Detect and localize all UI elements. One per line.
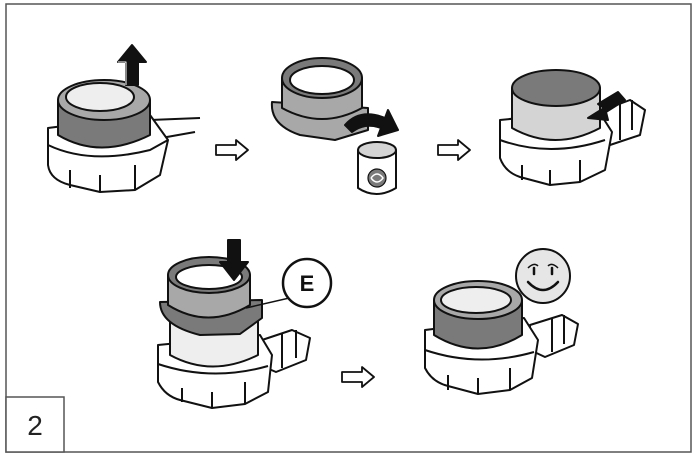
cleaning-tablet-icon (357, 141, 397, 195)
smiley-icon (515, 248, 571, 304)
callout-label: E (300, 271, 315, 296)
panel-1-remove-insert (47, 44, 201, 193)
right-arrow-icon (341, 366, 375, 388)
panel-5-complete (424, 280, 579, 395)
panel-2-clean-ring (270, 57, 399, 195)
callout-e: E (281, 257, 333, 309)
down-arrow-icon (219, 239, 249, 281)
curved-arrow-icon (344, 109, 399, 137)
right-arrow-icon (215, 139, 249, 161)
step-number: 2 (27, 410, 43, 441)
step-number-box: 2 (5, 396, 65, 453)
press-arrow-icon (587, 91, 626, 121)
panel-4-reattach-ring (157, 239, 311, 409)
panel-3-insert-cleaned (499, 69, 646, 186)
right-arrow-icon (437, 139, 471, 161)
